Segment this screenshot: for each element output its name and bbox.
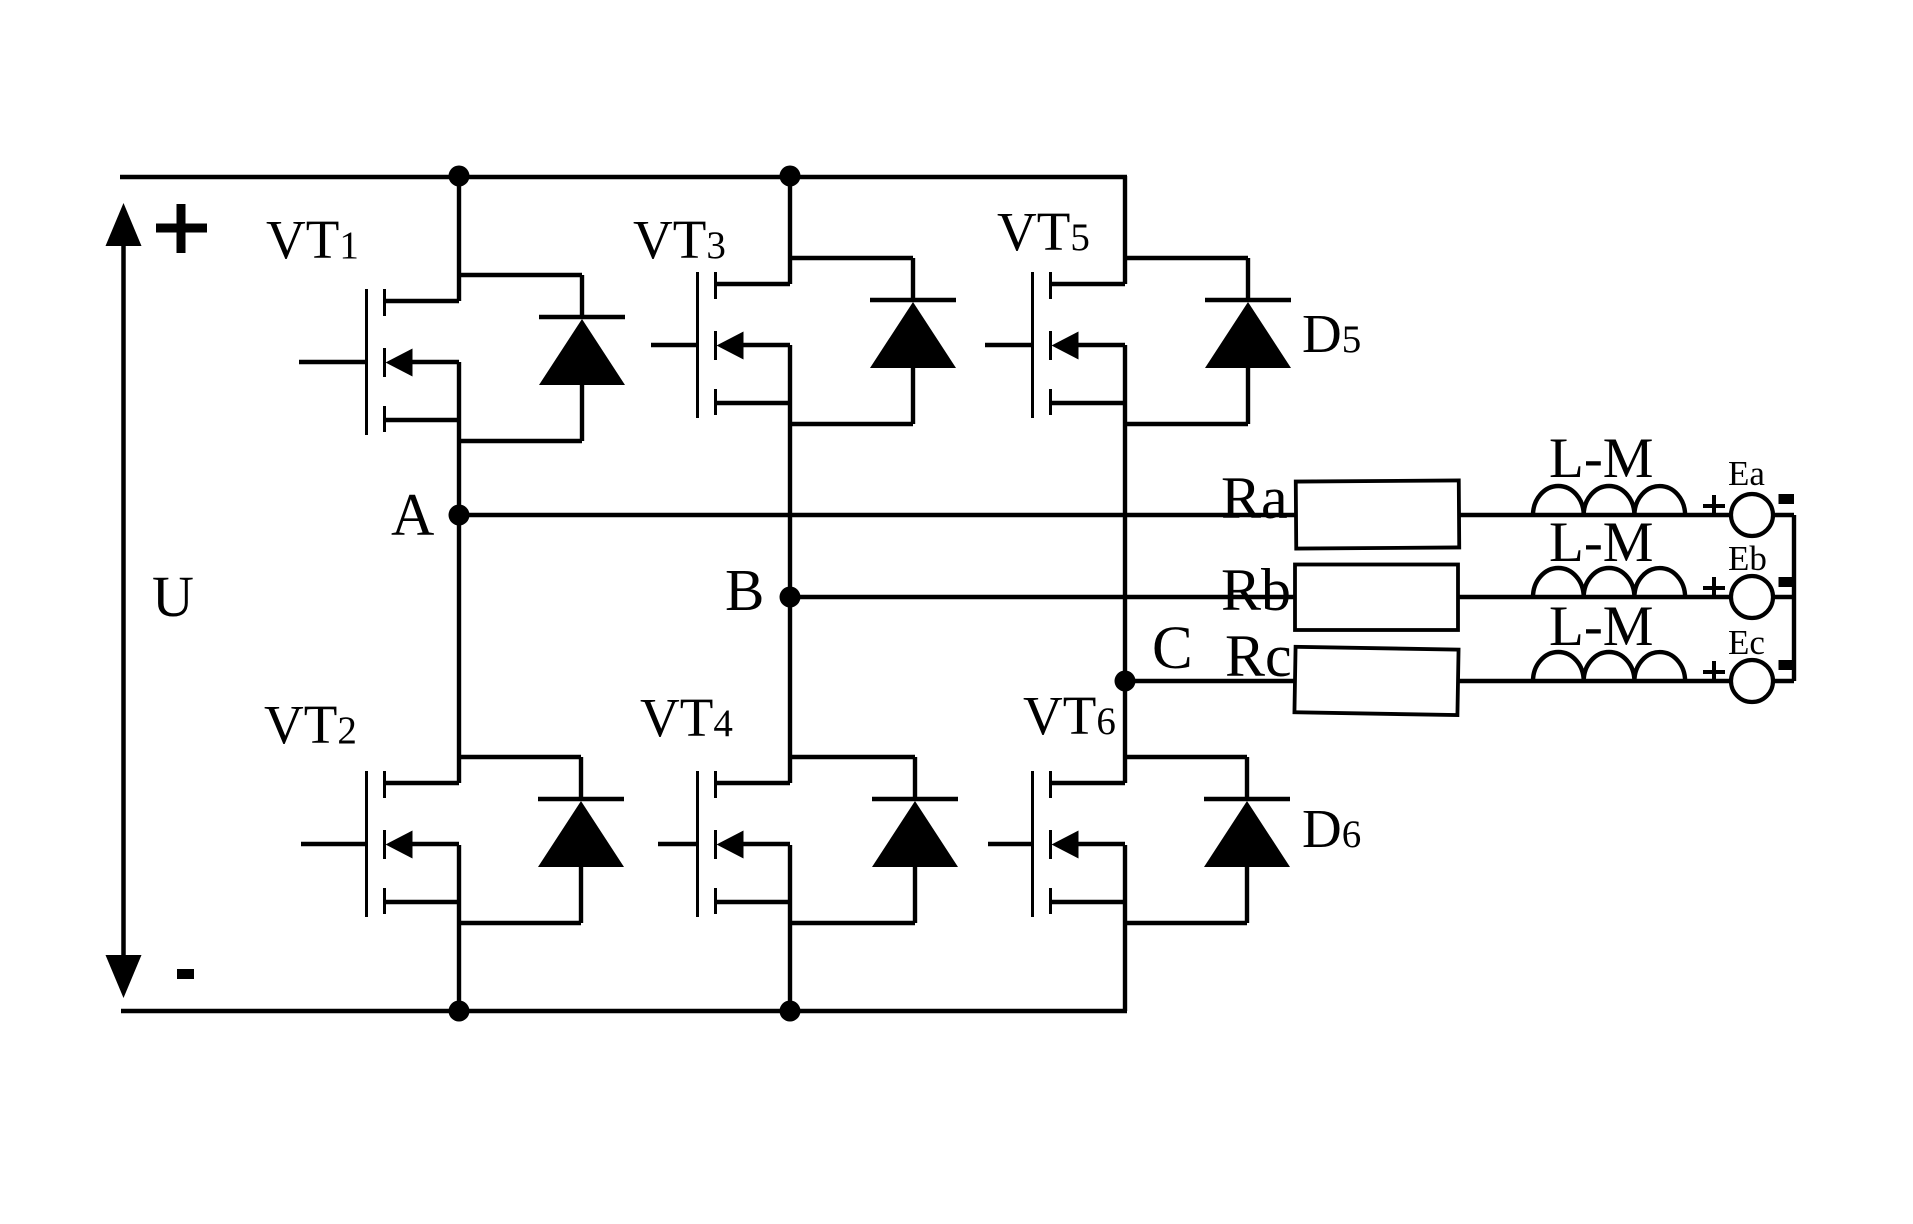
- svg-text:A: A: [391, 482, 434, 548]
- svg-text:U: U: [152, 564, 194, 629]
- svg-text:L-M: L-M: [1549, 511, 1653, 574]
- svg-text:Ec: Ec: [1728, 623, 1765, 662]
- svg-text:Ea: Ea: [1728, 454, 1765, 493]
- svg-text:L-M: L-M: [1549, 427, 1653, 490]
- svg-text:B: B: [725, 557, 764, 623]
- svg-text:D5: D5: [1302, 303, 1361, 364]
- svg-text:VT2: VT2: [264, 694, 357, 755]
- svg-text:L-M: L-M: [1549, 595, 1653, 658]
- svg-text:Ra: Ra: [1221, 465, 1288, 531]
- svg-text:VT6: VT6: [1023, 685, 1116, 746]
- svg-text:Rc: Rc: [1225, 623, 1292, 689]
- svg-text:Rb: Rb: [1221, 557, 1291, 623]
- svg-text:Eb: Eb: [1728, 539, 1767, 578]
- svg-text:C: C: [1152, 615, 1193, 682]
- svg-text:VT4: VT4: [640, 687, 733, 748]
